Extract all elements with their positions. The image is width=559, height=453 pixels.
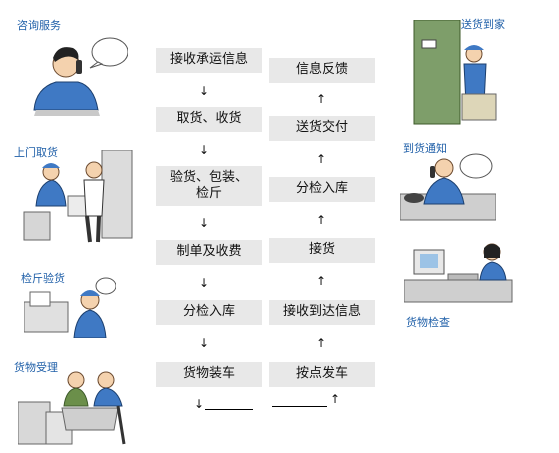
connector-line-right [272, 406, 327, 407]
down-arrow-4: ↓ [199, 276, 210, 290]
door-pickup-illustration [23, 150, 133, 243]
label-cargo-acceptance: 货物受理 [14, 361, 58, 374]
cargo-check-illustration [404, 243, 513, 303]
flow-box-right-5: 接收到达信息 [269, 300, 375, 325]
up-arrow-3: ↑ [316, 213, 327, 227]
flow-box-right-4: 接货 [269, 238, 375, 263]
flow-box-right-3: 分检入库 [269, 177, 375, 202]
up-arrow-2: ↑ [316, 152, 327, 166]
home-delivery-illustration [413, 20, 497, 125]
up-arrow-4: ↑ [316, 274, 327, 288]
up-arrow-5: ↑ [316, 336, 327, 350]
connector-line-left [205, 409, 253, 410]
flow-box-right-6: 按点发车 [269, 362, 375, 387]
up-arrow-6: ↑ [330, 392, 341, 406]
flow-box-left-5: 分检入库 [156, 300, 262, 325]
flow-box-left-4: 制单及收费 [156, 240, 262, 265]
up-arrow-1: ↑ [316, 92, 327, 106]
down-arrow-5: ↓ [199, 336, 210, 350]
down-arrow-2: ↓ [199, 143, 210, 157]
weigh-inspect-illustration [24, 277, 116, 338]
flow-box-left-3: 验货、包装、 检斤 [156, 166, 262, 206]
down-arrow-6: ↓ [194, 397, 205, 411]
label-door-pickup: 上门取货 [14, 146, 58, 159]
flow-box-left-2: 取货、收货 [156, 107, 262, 132]
flow-box-left-1: 接收承运信息 [156, 48, 262, 73]
flow-box-left-6: 货物装车 [156, 362, 262, 387]
flow-box-right-1: 信息反馈 [269, 58, 375, 83]
label-home-delivery: 送货到家 [461, 18, 505, 31]
label-consulting-service: 咨询服务 [17, 19, 61, 32]
down-arrow-1: ↓ [199, 84, 210, 98]
label-arrival-notice: 到货通知 [403, 142, 447, 155]
phone-consultant-illustration [33, 37, 128, 116]
cargo-acceptance-illustration [18, 371, 126, 445]
flow-box-right-2: 送货交付 [269, 116, 375, 141]
arrival-notice-illustration [400, 153, 496, 221]
label-weigh-inspect: 检斤验货 [21, 272, 65, 285]
label-cargo-check: 货物检查 [406, 316, 450, 329]
down-arrow-3: ↓ [199, 216, 210, 230]
